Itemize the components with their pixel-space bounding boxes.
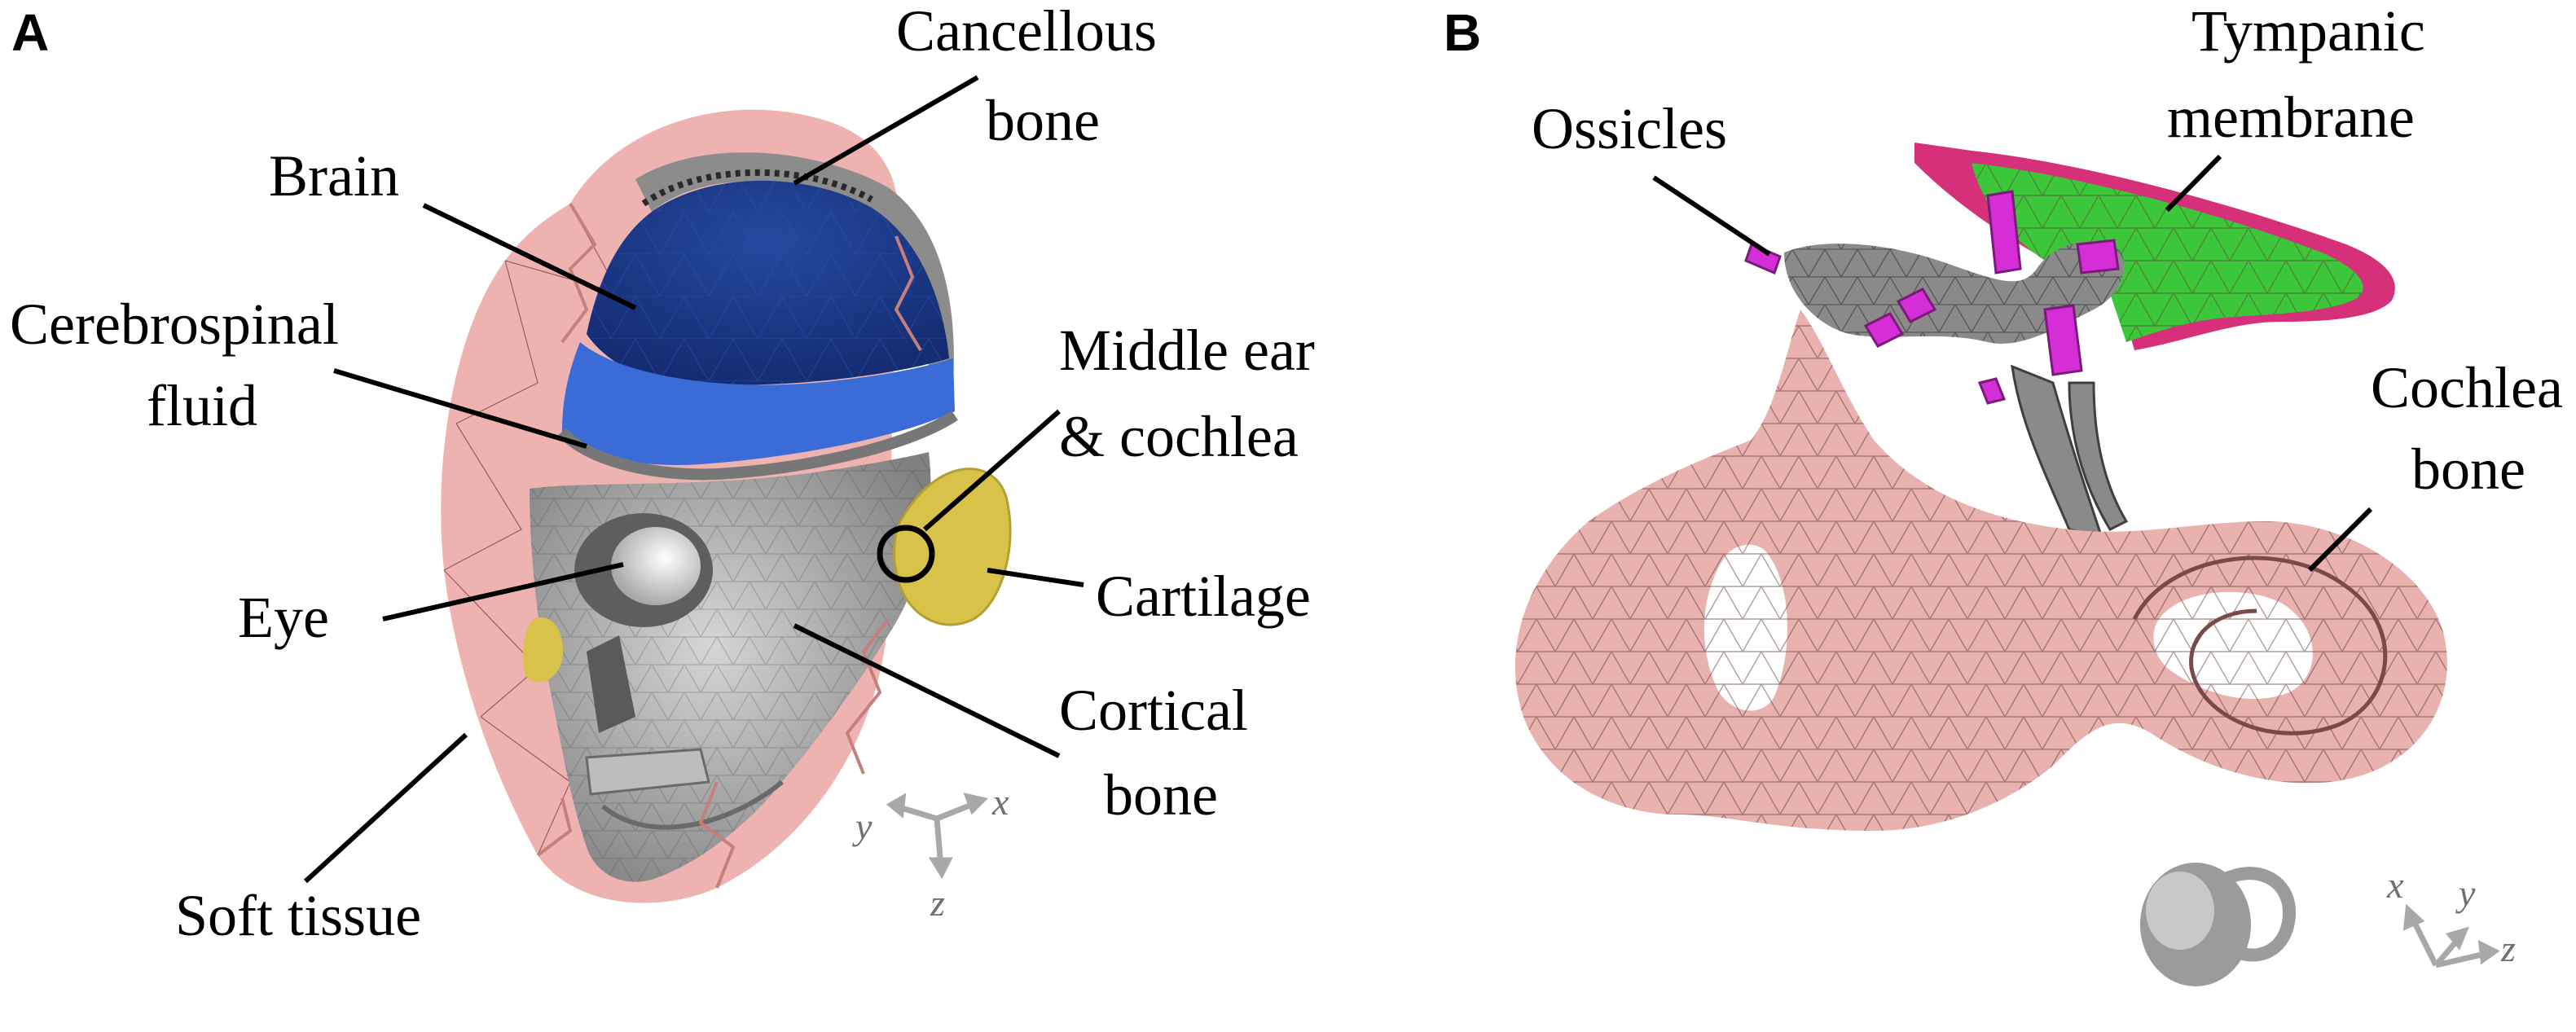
leader-tympanic — [2165, 154, 2222, 213]
inner-ear-model — [1514, 143, 2447, 831]
label-soft-tissue: Soft tissue — [175, 883, 421, 948]
leader-soft-tissue — [303, 732, 468, 884]
csf-band — [562, 342, 955, 465]
soft-tissue-edge-texture — [536, 202, 922, 889]
panel-b-letter: B — [1444, 3, 1481, 62]
panel-a-letter: A — [11, 3, 49, 62]
label-cochlea-line2: bone — [2411, 437, 2525, 502]
leader-brain — [422, 203, 637, 310]
leader-csf — [333, 368, 587, 449]
leader-cartilage — [987, 568, 1084, 587]
axis-b-z: z — [2500, 928, 2516, 969]
label-cortical-line2: bone — [1104, 762, 1218, 828]
label-csf-line1: Cerebrospinal — [10, 292, 339, 357]
axis-a-z: z — [930, 882, 945, 924]
ligaments — [1744, 190, 2120, 405]
nose-cartilage — [523, 617, 563, 683]
label-middle-ear-line2: & cochlea — [1059, 404, 1299, 469]
brain-mesh — [587, 180, 949, 385]
tympanic-membrane-mesh — [1972, 163, 2363, 342]
skull-inset — [2140, 863, 2297, 986]
axis-a-y: y — [852, 806, 873, 847]
cut-rim — [557, 411, 958, 481]
leader-middle-ear — [923, 409, 1061, 532]
label-tympanic-line2: membrane — [2167, 85, 2415, 150]
label-csf-line2: fluid — [147, 373, 257, 438]
leader-cancellous — [793, 75, 979, 186]
axis-triad-a — [886, 793, 988, 880]
axis-b-x: x — [2386, 864, 2404, 906]
head-model — [441, 109, 1012, 903]
label-brain: Brain — [269, 143, 399, 209]
label-middle-ear-line1: Middle ear — [1059, 318, 1315, 383]
axis-triad-b — [2402, 903, 2500, 968]
label-cancellous-line1: Cancellous — [896, 0, 1157, 64]
ossicle-malleus-mesh — [1784, 241, 2125, 344]
cochlea-mesh — [1514, 310, 2447, 831]
nasal-cavity — [587, 635, 635, 733]
label-eye: Eye — [238, 585, 329, 650]
panel-b: B — [1444, 0, 2563, 986]
label-ossicles: Ossicles — [1532, 96, 1727, 161]
label-cancellous-line2: bone — [986, 88, 1100, 153]
leader-cortical — [793, 623, 1061, 758]
jaw — [601, 779, 784, 830]
label-tympanic-line1: Tympanic — [2191, 0, 2425, 64]
cochlea-spiral — [2132, 556, 2388, 736]
axis-b-y: y — [2455, 872, 2476, 914]
ossicle-stapes — [2011, 364, 2129, 540]
label-cartilage: Cartilage — [1096, 564, 1311, 629]
label-cortical-line1: Cortical — [1059, 678, 1248, 743]
leader-eye — [382, 562, 624, 621]
leader-ossicles — [1652, 175, 1771, 257]
leader-cochlea — [2307, 507, 2373, 573]
eye-ball — [611, 527, 701, 605]
label-cochlea-line1: Cochlea — [2371, 355, 2563, 420]
teeth-row — [585, 748, 710, 796]
axis-a-x: x — [991, 781, 1009, 823]
panel-a: A — [10, 0, 1315, 948]
middle-ear-marker — [877, 525, 935, 583]
cancellous-bone-texture — [641, 169, 873, 207]
